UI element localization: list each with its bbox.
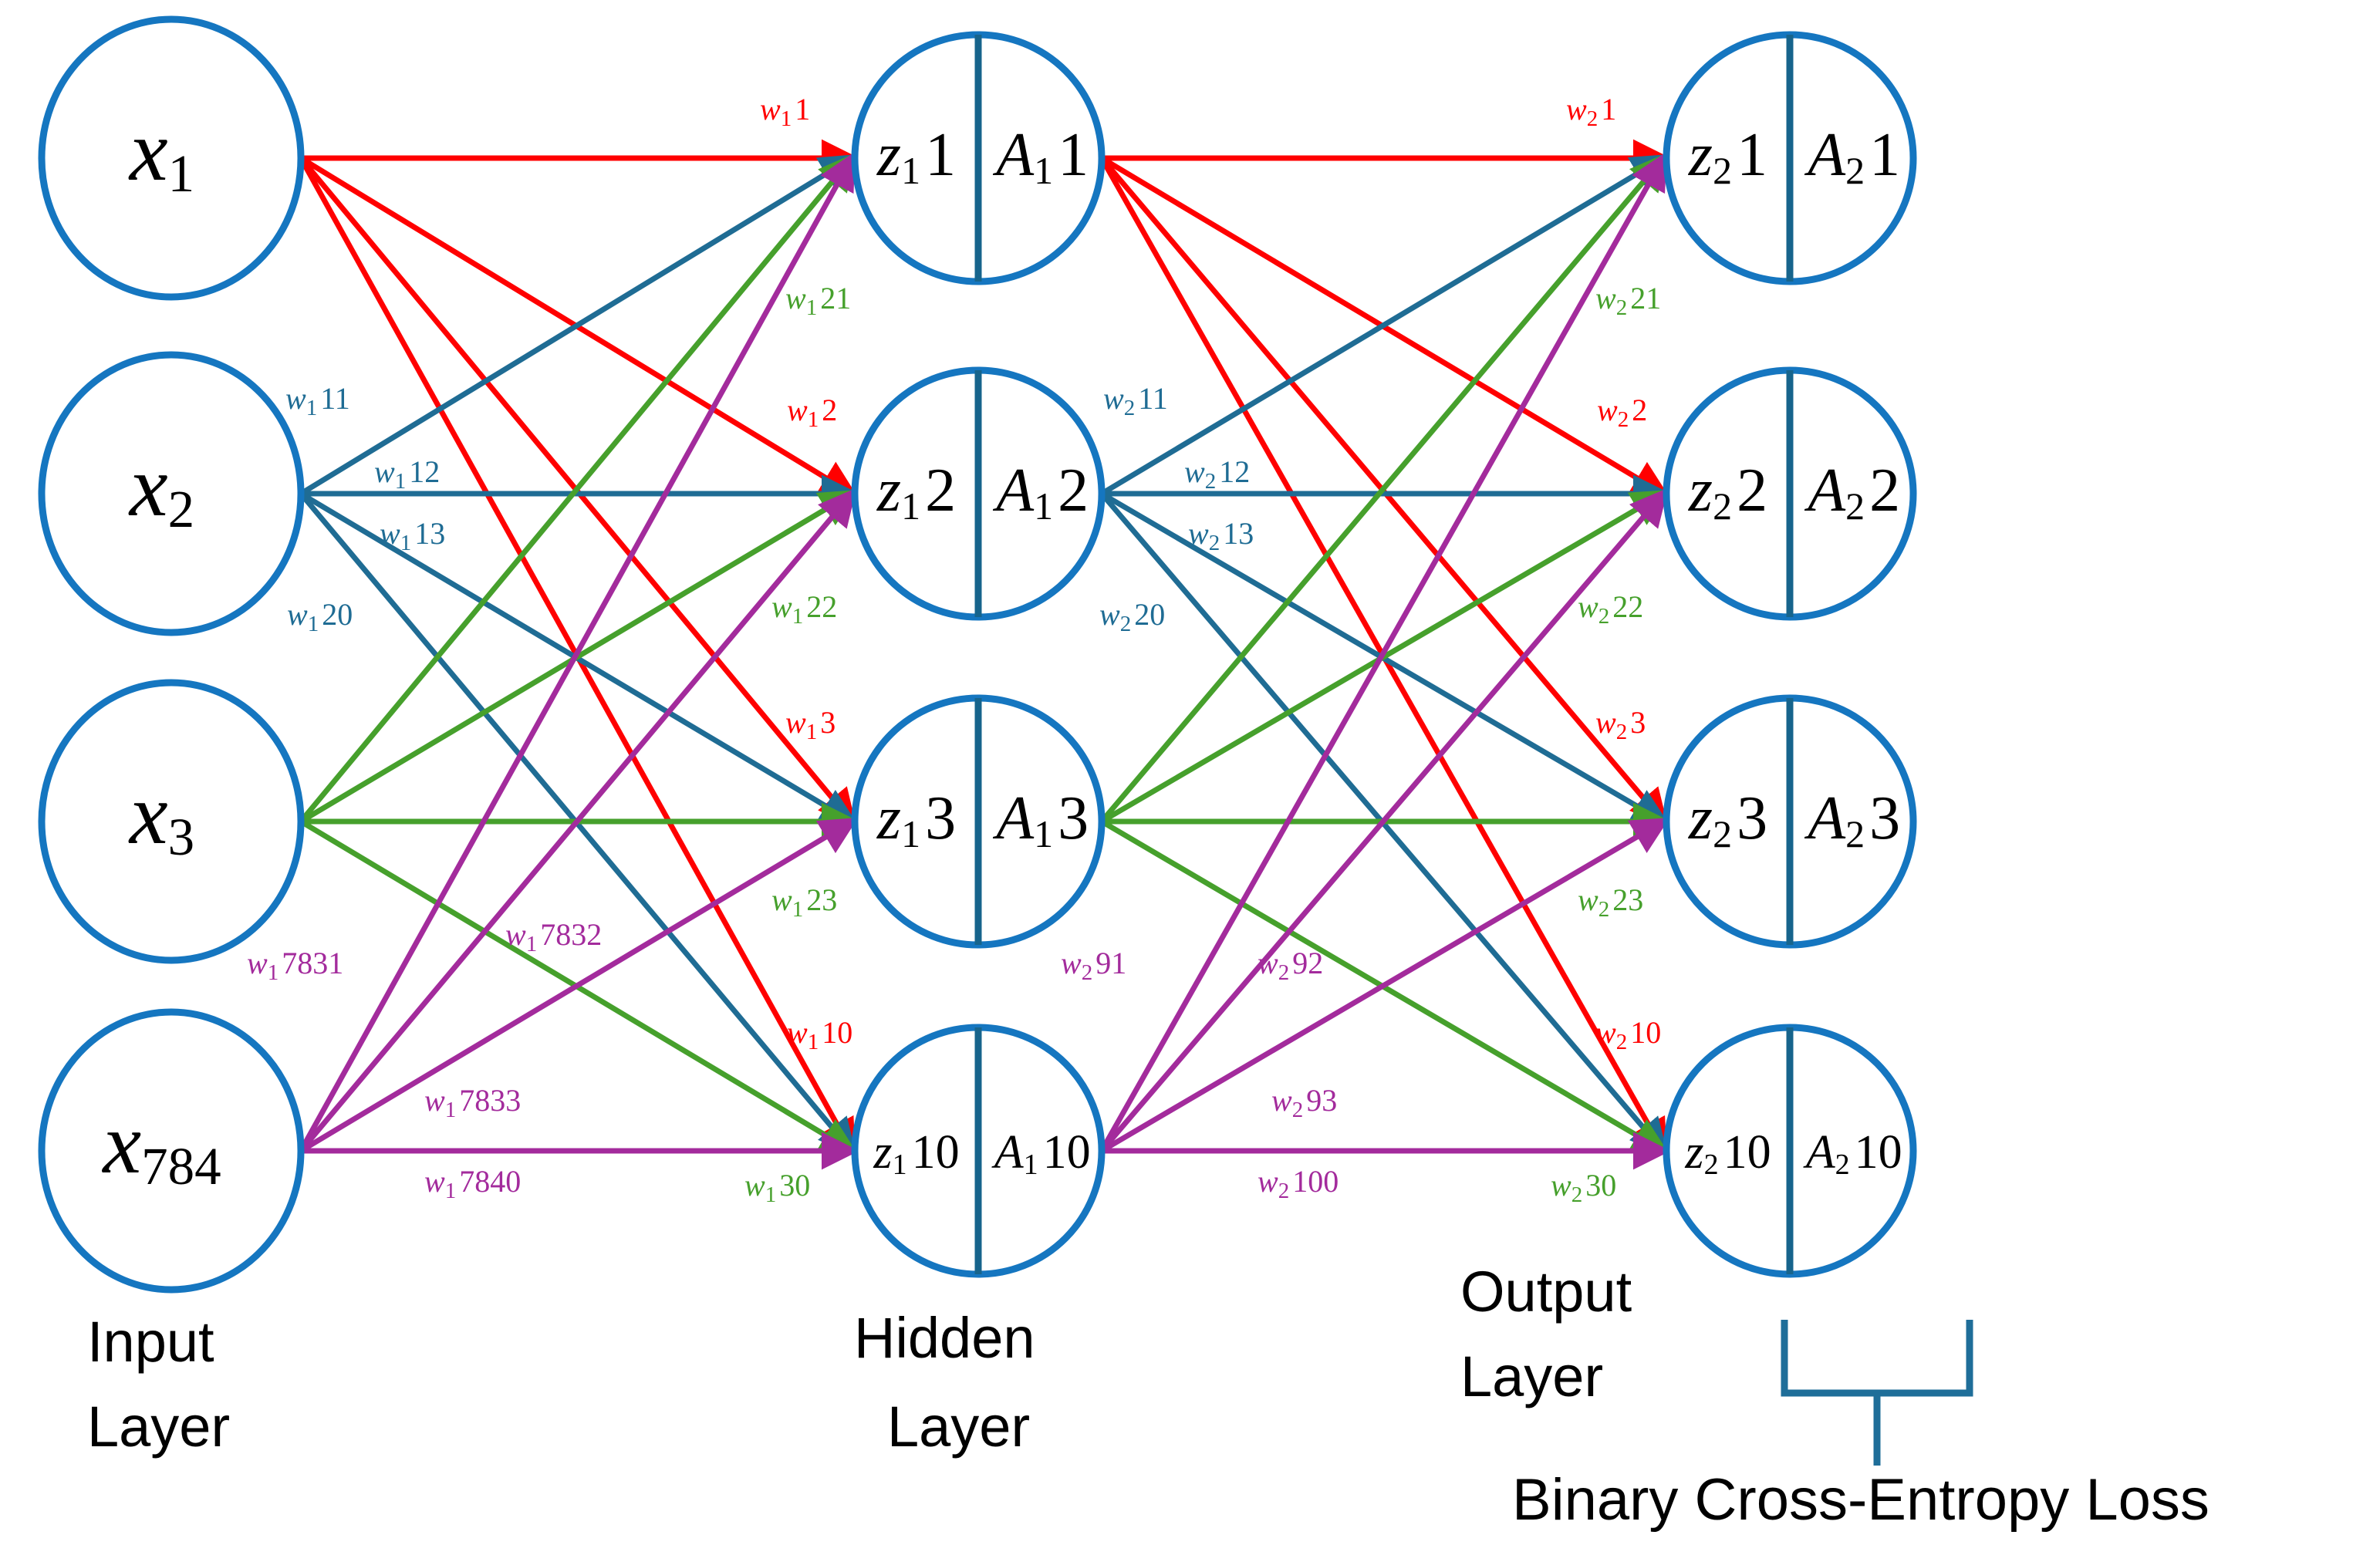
node-label: A110 xyxy=(991,1126,1091,1181)
node-label: A13 xyxy=(992,784,1089,855)
node-label: z21 xyxy=(1688,121,1767,192)
edge-hidden-output-3-0 xyxy=(1099,151,1667,1152)
output-layer-caption-line2: Layer xyxy=(1460,1344,1603,1408)
node-label: z13 xyxy=(876,784,956,855)
loss-brace xyxy=(1781,1320,1973,1466)
input-layer-caption-line2: Layer xyxy=(87,1395,230,1459)
node-label: z23 xyxy=(1688,784,1767,855)
edge-input-hidden-2-0 xyxy=(299,152,857,824)
node-label: z12 xyxy=(876,457,956,528)
node-label: A210 xyxy=(1803,1126,1902,1181)
node-label: A21 xyxy=(1804,121,1900,192)
edge-input-hidden-3-2 xyxy=(299,817,859,1154)
node-label: x2 xyxy=(128,439,194,538)
edge-input-hidden-3-0 xyxy=(298,151,856,1152)
output-layer-caption-line1: Output xyxy=(1460,1260,1632,1324)
input-node-x3[interactable] xyxy=(38,679,305,964)
node-label: A12 xyxy=(992,457,1089,528)
input-node-x784[interactable] xyxy=(38,1008,305,1294)
edge-input-hidden-1-0 xyxy=(299,153,859,496)
edge-hidden-output-3-1 xyxy=(1099,487,1669,1153)
edge-group-layer2 xyxy=(1099,139,1671,1170)
input-layer-caption-line1: Input xyxy=(87,1310,214,1374)
node-label: A11 xyxy=(992,121,1089,192)
node-label: A23 xyxy=(1804,784,1900,855)
input-node-x2[interactable] xyxy=(38,351,305,636)
node-label: z11 xyxy=(876,121,956,192)
edge-hidden-output-3-2 xyxy=(1100,818,1670,1154)
node-label: x3 xyxy=(128,767,194,866)
edge-hidden-output-1-0 xyxy=(1100,153,1670,497)
hidden-layer-caption-line2: Layer xyxy=(887,1395,1030,1459)
node-label: z22 xyxy=(1688,457,1767,528)
loss-label: Binary Cross-Entropy Loss xyxy=(1512,1467,2210,1533)
node-label: z110 xyxy=(873,1126,959,1181)
input-node-x1[interactable] xyxy=(38,15,305,301)
hidden-layer-caption-line1: Hidden xyxy=(854,1306,1035,1370)
node-label: x1 xyxy=(128,103,194,203)
edge-input-hidden-3-1 xyxy=(299,487,857,1153)
edge-group-layer1 xyxy=(298,139,859,1170)
node-label: z210 xyxy=(1684,1126,1771,1181)
edge-hidden-output-2-0 xyxy=(1099,152,1669,824)
node-label: x784 xyxy=(101,1096,221,1196)
node-label: A22 xyxy=(1804,457,1900,528)
